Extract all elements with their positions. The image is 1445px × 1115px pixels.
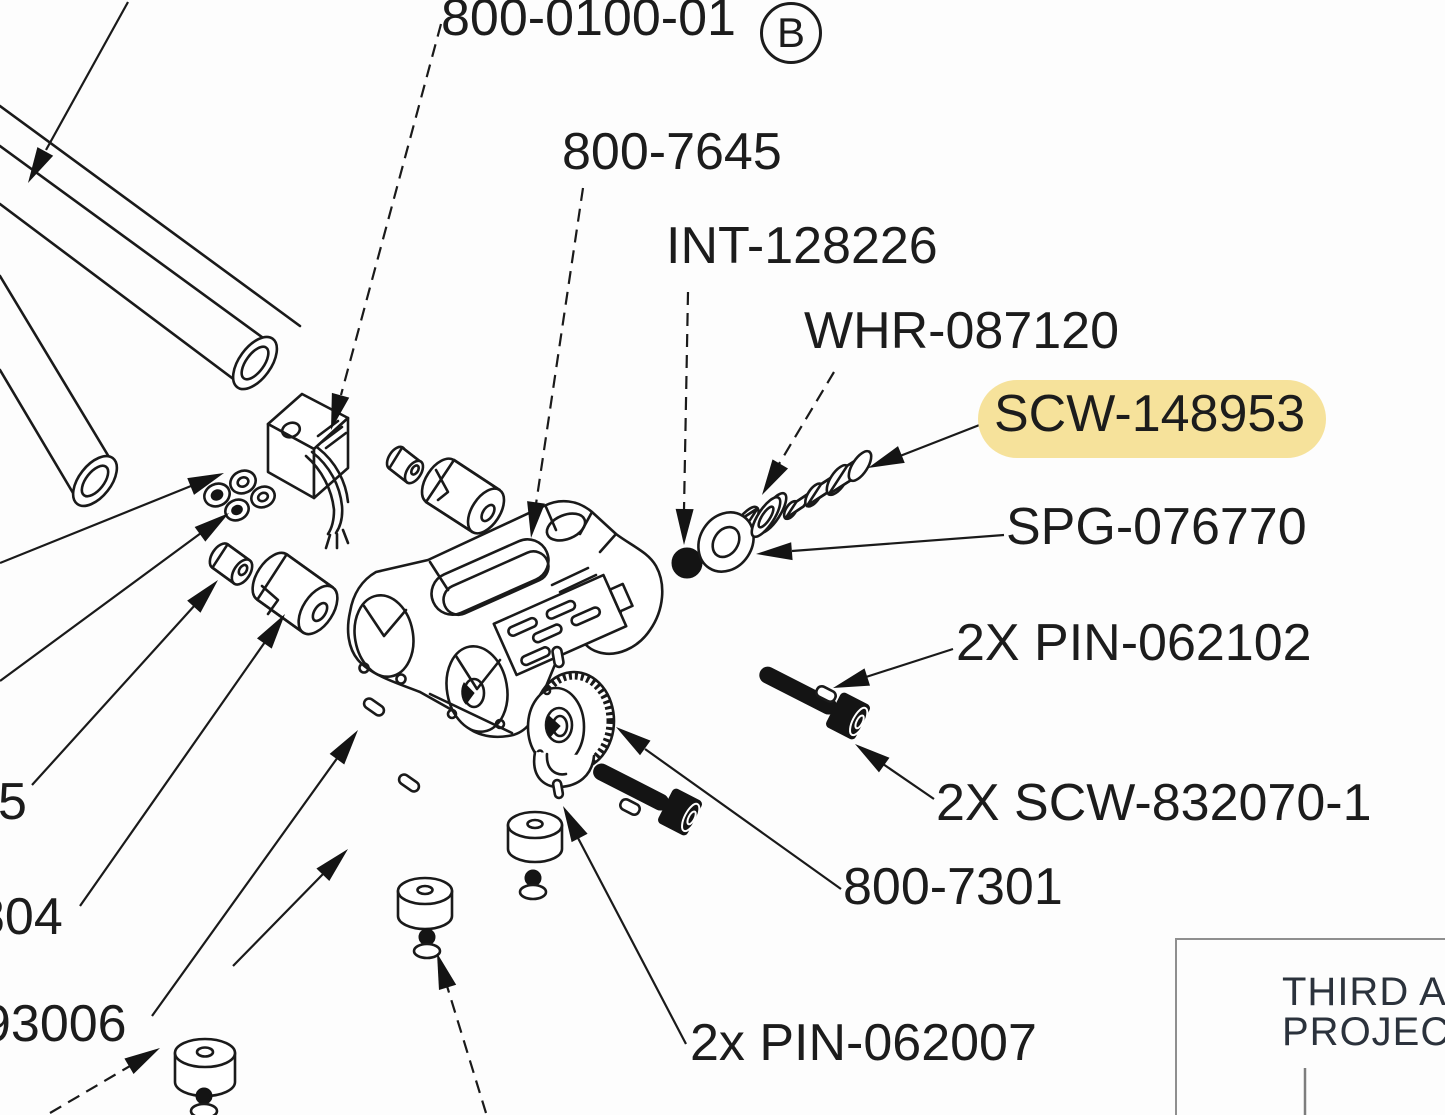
fastener-cluster [203,469,276,522]
part-label-edge-5: 5 [0,773,27,831]
leader-line [31,604,196,786]
leader-line [899,422,983,458]
pin-clip-right [815,684,837,704]
part-label-800-7301: 800-7301 [843,858,1063,916]
part-label-edge-804: 804 [0,888,63,946]
leader-line [577,837,687,1045]
leader-arrowhead [124,1040,165,1075]
washer [750,491,788,539]
part-label-edge-93006: 93006 [0,995,127,1053]
third-angle-projection-icon [1303,1068,1307,1115]
leader-line [534,187,585,505]
leader-line [79,641,266,907]
title-block: THIRD AN PROJECT [1175,938,1445,1115]
dowel-pins [362,645,565,800]
leader-line [791,533,1005,553]
pin-clip-lower [619,797,641,817]
part-label-800-7645: 800-7645 [562,123,782,181]
revision-letter: B [776,9,805,56]
set-screw [671,547,703,579]
cap-screw-lower [593,763,703,836]
collar-upper [385,445,425,485]
leader-line [882,763,935,800]
leader-arrowhead [849,736,890,773]
shoulder-screw [782,449,873,521]
clamp-cylinder-left [251,551,339,636]
title-block-line2: PROJECT [1282,1010,1445,1054]
revision-badge: B [760,2,822,64]
leader-line [0,532,202,682]
puck-spacers [173,810,564,1115]
collar-small [208,542,254,586]
leader-line [778,371,835,465]
leader-line [445,985,488,1114]
leader-line [151,756,339,1017]
part-label-spg-076770: SPG-076770 [1006,498,1307,556]
clamp-cylinder-upper [420,457,506,535]
leader-line [644,748,842,890]
knurled-knob [526,670,616,789]
leader-line [232,872,325,967]
leader-line [0,484,192,565]
part-label-scw-148953-highlighted: SCW-148953 [994,385,1306,443]
wire-block [266,392,350,550]
part-label-int-128226: INT-128226 [666,217,938,275]
part-label-whr-087120: WHR-087120 [804,302,1120,360]
leader-arrowhead [329,724,366,765]
bearing [697,505,760,573]
leader-line [682,291,690,511]
part-label-pin-062007: 2x PIN-062007 [690,1014,1037,1072]
part-label-scw-832070-1: 2X SCW-832070-1 [936,774,1372,832]
highlight-pill [978,380,1326,458]
main-bracket [346,499,664,739]
leader-lines [0,1,1005,1114]
leader-line [49,1065,131,1114]
leader-line [339,23,443,396]
leader-arrowhead [675,508,694,546]
cap-screw-right [759,666,871,740]
leader-arrowhead [830,668,871,697]
leader-arrowhead [755,542,793,563]
leader-line [865,647,954,679]
title-block-line1: THIRD AN [1282,970,1445,1014]
tube-assembly [0,104,302,508]
part-label-pin-062102: 2X PIN-062102 [956,614,1312,672]
leader-line [45,1,129,151]
part-label-assembly-ref: 800-0100-01 [441,0,736,47]
